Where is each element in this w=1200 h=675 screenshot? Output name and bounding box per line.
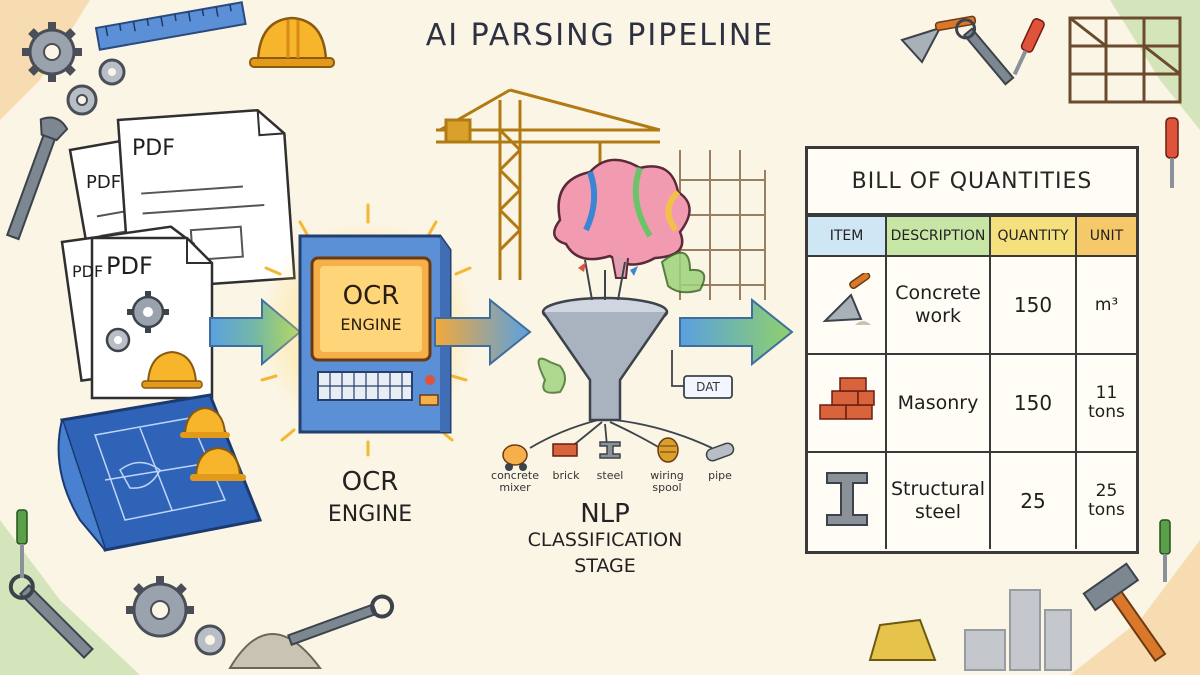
boq-header-row: ITEM DESCRIPTION QUANTITY UNIT (808, 215, 1136, 257)
steel-beam-icon (599, 441, 621, 459)
output-label-wiring-spool: wiring spool (650, 469, 684, 495)
tool-bag-icon (868, 618, 937, 661)
pdf-label: PDF (132, 136, 175, 161)
wrench-icon (955, 18, 1015, 86)
pdf-label: PDF (72, 262, 104, 281)
scaffold-icon (1068, 16, 1182, 104)
gear-icon (105, 327, 131, 353)
nlp-caption-line1: NLP (580, 499, 630, 529)
boq-header-item: ITEM (808, 215, 887, 257)
gear-icon (98, 58, 126, 86)
boq-description-cell: Masonry (885, 353, 991, 453)
funnel-icon (541, 259, 669, 422)
ocr-screen-title: OCR (342, 281, 400, 311)
building-sketch-icon (964, 589, 1072, 671)
output-label-concrete-mixer: concrete mixer (491, 469, 539, 495)
hard-hat-icon (180, 406, 230, 438)
gear-icon (127, 291, 169, 333)
wrench-icon (8, 573, 94, 659)
bricks-icon (818, 376, 875, 420)
screwdriver-icon (1159, 519, 1171, 582)
output-label-steel: steel (596, 469, 624, 482)
arrow-nlp-to-boq (679, 297, 794, 367)
pdf-label: PDF (106, 252, 153, 280)
smoke-icon (537, 251, 706, 394)
trowel-icon (900, 15, 977, 64)
boq-quantity-cell: 150 (989, 353, 1077, 453)
concrete-mixer-icon (502, 444, 528, 471)
nlp-caption-line3: STAGE (574, 555, 636, 577)
boq-unit-cell: 25 tons (1075, 451, 1136, 549)
gear-icon (66, 84, 98, 116)
screwdriver-icon (1165, 117, 1179, 188)
tower-crane-icon (436, 88, 661, 280)
wrench-icon (5, 116, 69, 241)
ocr-caption-line2: ENGINE (327, 502, 413, 527)
page-title: AI PARSING PIPELINE (425, 18, 775, 53)
gear-icon (22, 22, 82, 82)
ruler-icon (94, 1, 247, 51)
boq-quantity-cell: 25 (989, 451, 1077, 549)
table-row: Masonry 150 11 tons (808, 353, 1136, 453)
boq-title: BILL OF QUANTITIES (808, 149, 1136, 215)
data-tag-arrow (671, 350, 684, 387)
bill-of-quantities-table: BILL OF QUANTITIES ITEM DESCRIPTION QUAN… (805, 146, 1139, 554)
boq-description-cell: Structural steel (885, 451, 991, 549)
output-label-pipe: pipe (708, 469, 732, 482)
pdf-document-stack (60, 108, 296, 400)
nlp-caption-line2: CLASSIFICATION (527, 529, 683, 551)
data-tag-box (683, 375, 733, 399)
screwdriver-icon (16, 509, 28, 578)
boq-grid: ITEM DESCRIPTION QUANTITY UNIT Concrete … (808, 215, 1136, 549)
pdf-label: PDF (86, 172, 122, 193)
ocr-caption-line1: OCR (341, 467, 399, 497)
boq-item-cell (808, 255, 887, 355)
boq-header-description: DESCRIPTION (885, 215, 991, 257)
gear-icon (126, 576, 194, 638)
hard-hat-icon (141, 350, 203, 389)
boq-item-cell (808, 451, 887, 549)
ocr-screen-subtitle: ENGINE (340, 315, 402, 334)
boq-unit-cell: 11 tons (1075, 353, 1136, 453)
arrow-ocr-to-nlp (434, 297, 532, 367)
screwdriver-icon (1012, 18, 1045, 76)
boq-unit-cell: m³ (1075, 255, 1136, 355)
hard-hat-icon (190, 446, 246, 481)
scaffold-icon (679, 150, 766, 300)
brick-icon (552, 443, 578, 457)
boq-header-quantity: QUANTITY (989, 215, 1077, 257)
table-row: Structural steel 25 25 tons (808, 451, 1136, 549)
ocr-machine (258, 203, 478, 457)
gear-icon (194, 624, 226, 656)
table-row: Concrete work 150 m³ (808, 255, 1136, 355)
wrench-icon (287, 594, 395, 646)
blueprint-icon (57, 393, 263, 552)
output-label-brick: brick (552, 469, 580, 482)
boq-header-unit: UNIT (1075, 215, 1136, 257)
data-tag-label: DAT (696, 380, 720, 394)
hammer-icon (1082, 562, 1167, 663)
steel-beam-icon (825, 471, 868, 526)
boq-item-cell (808, 353, 887, 453)
trowel-icon (821, 271, 871, 325)
pipe-icon (705, 442, 735, 462)
sand-pile-icon (228, 633, 322, 669)
boq-quantity-cell: 150 (989, 255, 1077, 355)
hard-hat-icon (249, 16, 335, 68)
boq-description-cell: Concrete work (885, 255, 991, 355)
wiring-spool-icon (657, 437, 679, 463)
output-arrows (529, 419, 713, 449)
brain-icon (553, 158, 691, 279)
